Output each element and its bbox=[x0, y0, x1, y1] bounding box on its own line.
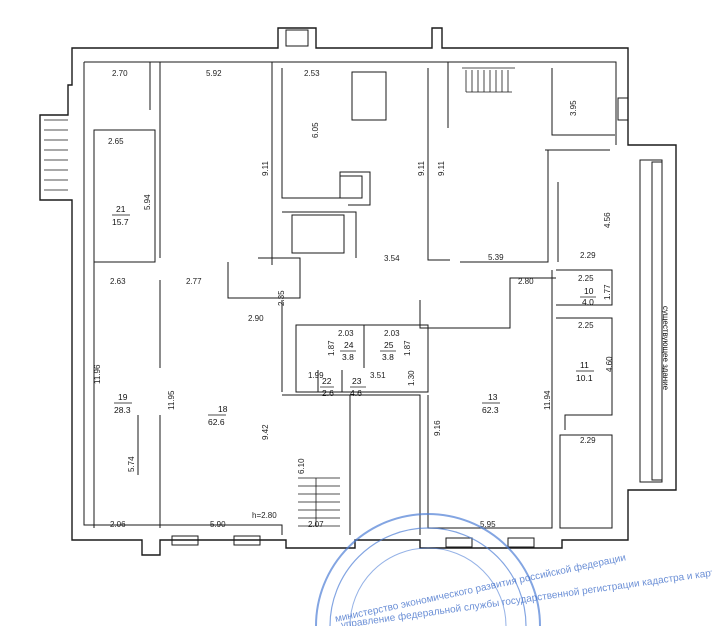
dim: 11.96 bbox=[93, 364, 102, 384]
dimension-labels: 2.70 5.92 2.53 6.05 9.11 9.11 9.11 3.95 … bbox=[93, 69, 614, 529]
windows bbox=[171, 97, 629, 548]
room-number: 10 bbox=[584, 286, 594, 296]
dim: 6.10 bbox=[297, 458, 306, 474]
room-area: 15.7 bbox=[112, 217, 129, 227]
dim: 5.95 bbox=[480, 520, 496, 529]
room-area: 28.3 bbox=[114, 405, 131, 415]
dim: 3.95 bbox=[569, 100, 578, 116]
dim: 2.06 bbox=[110, 520, 126, 529]
room-number: 22 bbox=[322, 376, 332, 386]
dim: 2.03 bbox=[384, 329, 400, 338]
dim: 2.53 bbox=[304, 69, 320, 78]
dim: 4.56 bbox=[603, 212, 612, 228]
stair-left bbox=[44, 119, 68, 191]
dim: 2.65 bbox=[108, 137, 124, 146]
dim: 6.05 bbox=[311, 122, 320, 138]
dim: 1.30 bbox=[407, 370, 416, 386]
room-number: 18 bbox=[218, 404, 228, 414]
dim: 2.77 bbox=[186, 277, 202, 286]
dim: 3.51 bbox=[370, 371, 386, 380]
dim: 2.70 bbox=[112, 69, 128, 78]
room-area: 10.1 bbox=[576, 373, 593, 383]
outer-walls bbox=[39, 27, 677, 556]
room-labels: 21 15.7 19 28.3 18 62.6 24 3.8 25 3.8 22… bbox=[112, 204, 596, 427]
room-number: 13 bbox=[488, 392, 498, 402]
existing-building-label: существующее здание bbox=[661, 306, 670, 391]
dim: 11.95 bbox=[167, 390, 176, 410]
room-number: 24 bbox=[344, 340, 354, 350]
room-area: 3.8 bbox=[342, 352, 354, 362]
room-number: 11 bbox=[580, 360, 589, 370]
dim: 9.42 bbox=[261, 424, 270, 440]
dim: 4.60 bbox=[605, 356, 614, 372]
room-area: 4.6 bbox=[350, 388, 362, 398]
stair-center bbox=[298, 477, 340, 527]
dim: 5.74 bbox=[127, 456, 136, 472]
room-number: 25 bbox=[384, 340, 394, 350]
dim: 2.25 bbox=[578, 321, 594, 330]
dim: 2.29 bbox=[580, 436, 596, 445]
room-area: 3.8 bbox=[382, 352, 394, 362]
dim: 3.54 bbox=[384, 254, 400, 263]
dim: 2.90 bbox=[248, 314, 264, 323]
dim: 9.11 bbox=[261, 160, 270, 176]
dim: 5.92 bbox=[206, 69, 222, 78]
dim: 2.35 bbox=[277, 290, 286, 306]
dim: 2.25 bbox=[578, 274, 594, 283]
room-area: 62.6 bbox=[208, 417, 225, 427]
dim: 9.16 bbox=[433, 420, 442, 436]
dim: 9.11 bbox=[437, 160, 446, 176]
stair-top-right bbox=[462, 67, 515, 93]
dim: 9.11 bbox=[417, 160, 426, 176]
room-number: 23 bbox=[352, 376, 362, 386]
room-area: 4.0 bbox=[582, 297, 594, 307]
dim: h=2.80 bbox=[252, 511, 277, 520]
dim: 2.03 bbox=[338, 329, 354, 338]
room-area: 62.3 bbox=[482, 405, 499, 415]
dim: 2.80 bbox=[518, 277, 534, 286]
dim: 5.94 bbox=[143, 194, 152, 210]
dim: 1.87 bbox=[327, 340, 336, 356]
registration-seal: министерство экономического развития рос… bbox=[315, 513, 712, 626]
room-number: 21 bbox=[116, 204, 126, 214]
dim: 11.94 bbox=[543, 390, 552, 410]
dim: 2.29 bbox=[580, 251, 596, 260]
interior-walls bbox=[93, 62, 615, 535]
dim: 5.39 bbox=[488, 253, 504, 262]
room-area: 2.6 bbox=[322, 388, 334, 398]
dim: 2.07 bbox=[308, 520, 324, 529]
room-number: 19 bbox=[118, 392, 128, 402]
dim: 1.87 bbox=[403, 340, 412, 356]
dim: 2.63 bbox=[110, 277, 126, 286]
dim: 5.90 bbox=[210, 520, 226, 529]
dim: 1.99 bbox=[308, 371, 324, 380]
dim: 1.77 bbox=[603, 284, 612, 300]
